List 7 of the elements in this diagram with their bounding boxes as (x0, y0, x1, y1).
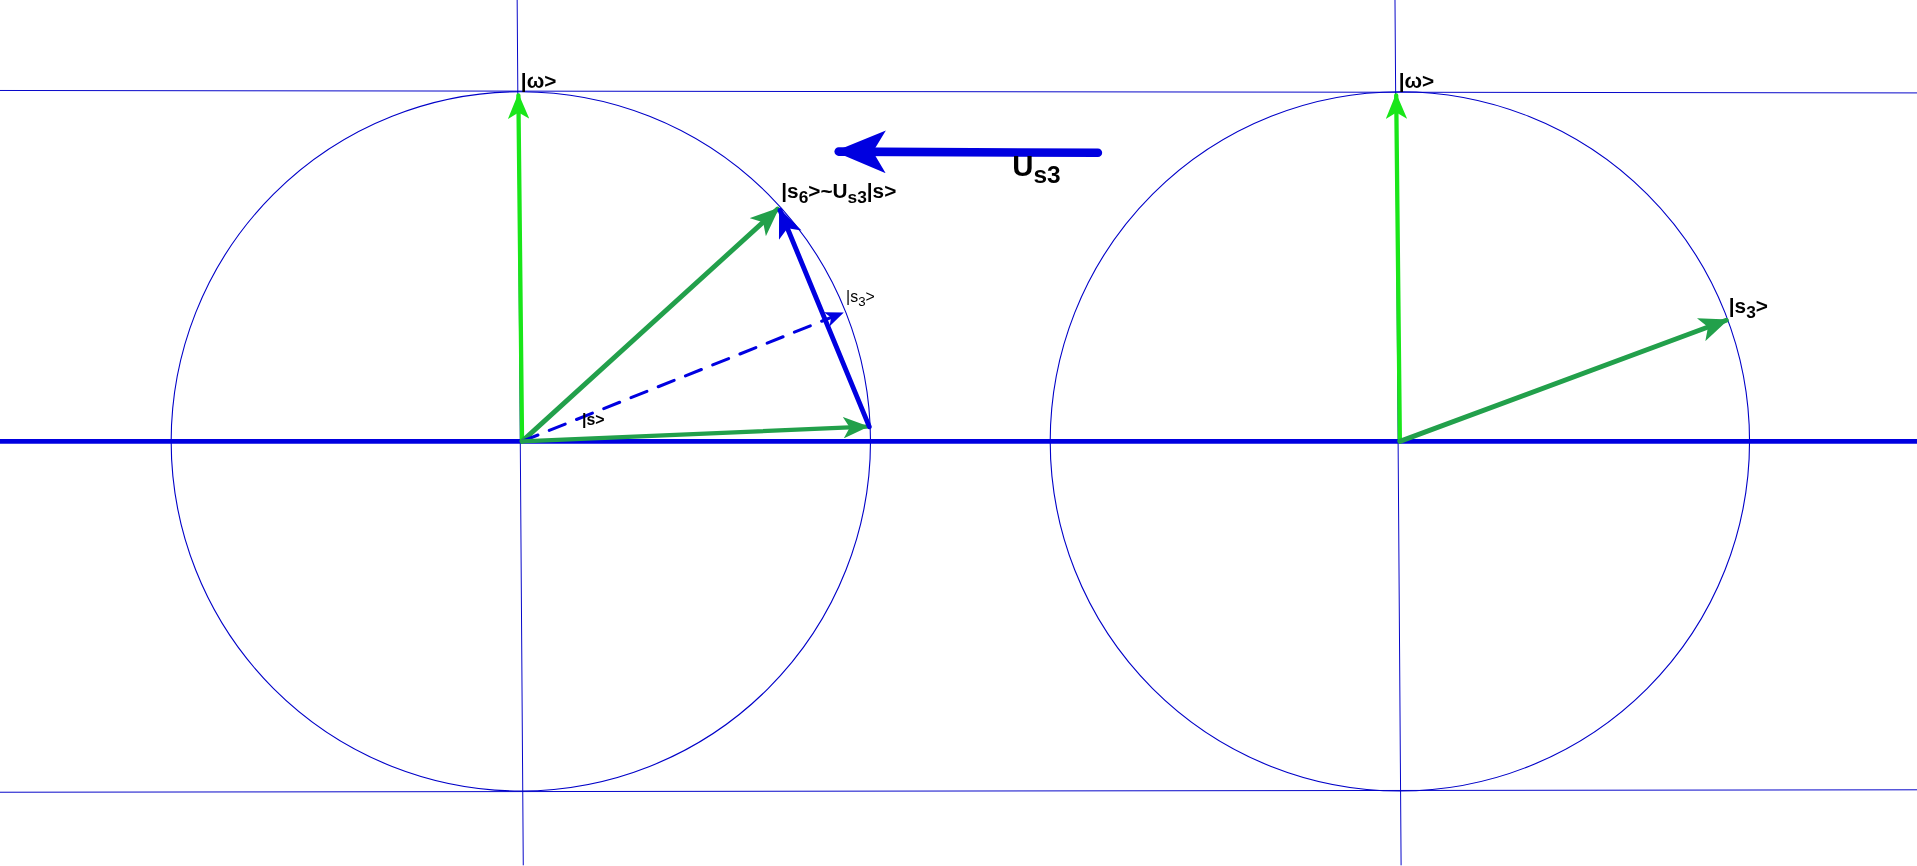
state-label: |s> (581, 412, 605, 428)
state-label: |ω> (1398, 70, 1435, 92)
state-label: |s$_{3}$> (846, 288, 875, 309)
state-label: |ω> (520, 70, 557, 92)
operator-label: U$_{s3}$ (1012, 151, 1061, 187)
state-label: |s$_{6}$>~U$_{s3}$|s> (781, 180, 897, 207)
state-label: |s$_{3}$> (1728, 295, 1768, 321)
